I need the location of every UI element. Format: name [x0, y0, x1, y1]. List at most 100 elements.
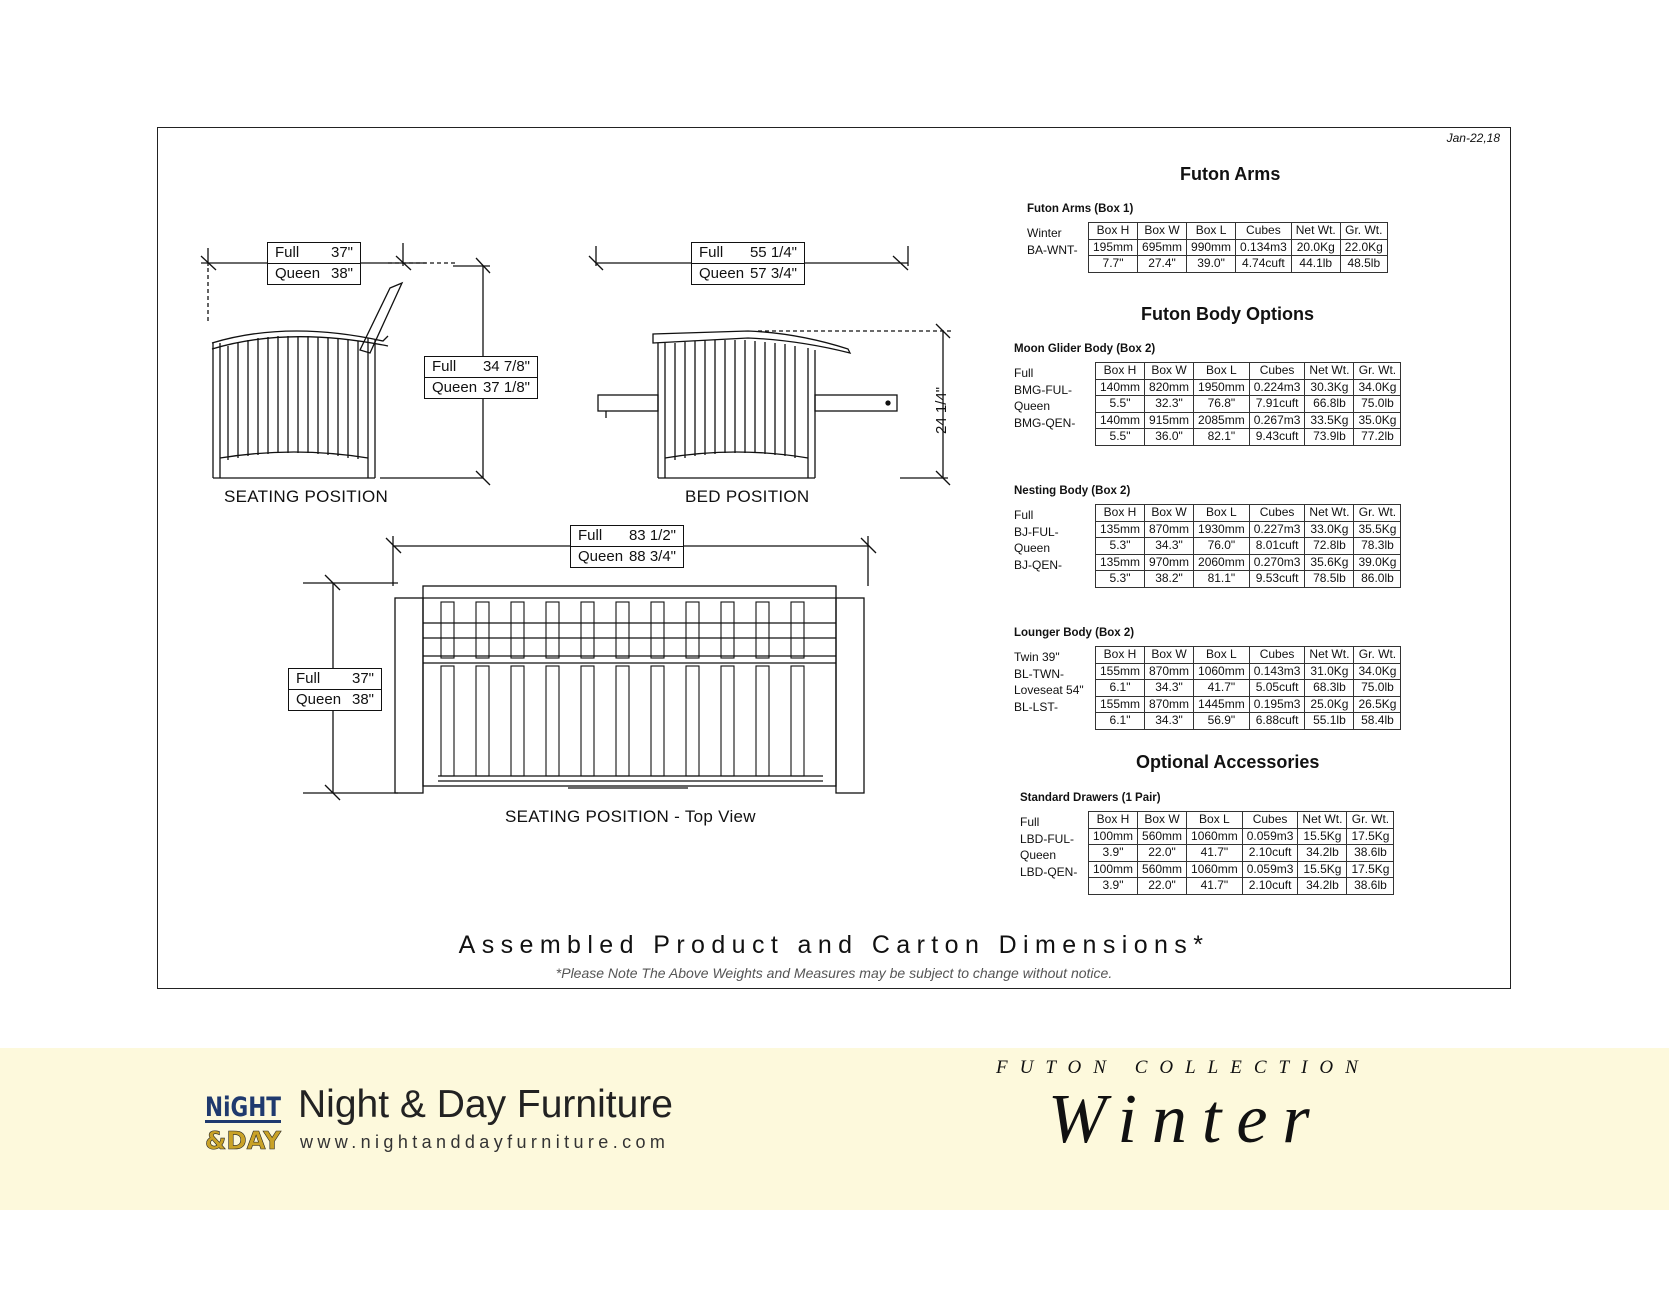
table-cell: 155mm [1094, 695, 1146, 713]
table-cell: 870mm [1144, 520, 1195, 538]
logo-day-text: &DAY [205, 1126, 282, 1151]
section-body-heading: Futon Body Options [1141, 304, 1314, 324]
drawers-row-labels: Full LBD-FUL- Queen LBD-QEN- [1020, 815, 1078, 879]
table-cell: 100mm [1087, 827, 1139, 845]
footer-band [0, 1048, 1669, 1210]
table-cell: 55.1lb [1304, 712, 1355, 730]
spec-sheet: Jan-22,18 [157, 127, 1511, 989]
technical-drawings [200, 243, 953, 801]
table-cell: 76.0" [1193, 537, 1250, 555]
column-header: Cubes [1248, 362, 1306, 380]
table-cell: 78.3lb [1353, 537, 1402, 555]
table-cell: 135mm [1094, 520, 1146, 538]
column-header: Cubes [1248, 646, 1306, 664]
table-cell: 5.3" [1094, 570, 1146, 588]
seating-side-view [200, 243, 491, 486]
table-cell: 32.3" [1144, 395, 1195, 413]
table-cell: 1445mm [1193, 695, 1250, 713]
table-cell: 5.3" [1094, 537, 1146, 555]
table-cell: 135mm [1094, 553, 1146, 571]
page-title: Assembled Product and Carton Dimensions* [458, 931, 1210, 959]
table-cell: 33.0Kg [1304, 520, 1355, 538]
table-cell: 4.74cuft [1235, 255, 1292, 273]
column-header: Net Wt. [1290, 222, 1341, 240]
table-cell: 75.0lb [1353, 679, 1402, 697]
logo-night-text: NiGHT [205, 1092, 281, 1123]
table-cell: 990mm [1186, 238, 1237, 256]
table-cell: 75.0lb [1353, 395, 1402, 413]
table-cell: 78.5lb [1304, 570, 1355, 588]
table-cell: 1060mm [1186, 860, 1243, 878]
website-url[interactable]: www.nightanddayfurniture.com [300, 1132, 670, 1152]
table-cell: 36.0" [1144, 428, 1195, 446]
table-cell: 140mm [1094, 378, 1146, 396]
table-cell: 31.0Kg [1304, 662, 1355, 680]
section-arms-heading: Futon Arms [1180, 164, 1281, 184]
table-cell: 155mm [1094, 662, 1146, 680]
table-cell: 38.6lb [1346, 877, 1395, 895]
table-cell: 68.3lb [1304, 679, 1355, 697]
table-cell: 41.7" [1193, 679, 1250, 697]
table-cell: 77.2lb [1353, 428, 1402, 446]
column-header: Net Wt. [1297, 811, 1348, 829]
drawers-table-title: Standard Drawers (1 Pair) [1020, 792, 1161, 804]
table-cell: 41.7" [1186, 844, 1243, 862]
column-header: Gr. Wt. [1353, 362, 1402, 380]
column-header: Gr. Wt. [1353, 646, 1402, 664]
table-cell: 56.9" [1193, 712, 1250, 730]
column-header: Box L [1193, 504, 1250, 522]
table-cell: 72.8lb [1304, 537, 1355, 555]
column-header: Net Wt. [1304, 504, 1355, 522]
table-cell: 17.5Kg [1346, 860, 1395, 878]
column-header: Gr. Wt. [1346, 811, 1395, 829]
table-cell: 34.0Kg [1353, 662, 1402, 680]
table-cell: 25.0Kg [1304, 695, 1355, 713]
column-header: Box H [1087, 811, 1139, 829]
table-cell: 34.2lb [1297, 844, 1348, 862]
table-cell: 15.5Kg [1297, 827, 1348, 845]
column-header: Box W [1137, 811, 1188, 829]
table-cell: 100mm [1087, 860, 1139, 878]
model-name: Winter [1048, 1081, 1325, 1158]
table-cell: 2.10cuft [1241, 844, 1299, 862]
table-cell: 8.01cuft [1248, 537, 1306, 555]
table-cell: 2085mm [1193, 411, 1250, 429]
table-cell: 48.5lb [1339, 255, 1388, 273]
night-and-day-logo: NiGHT &DAY [205, 1092, 282, 1151]
table-cell: 22.0" [1137, 844, 1188, 862]
table-cell: 2.10cuft [1241, 877, 1299, 895]
table-cell: 34.2lb [1297, 877, 1348, 895]
lounger-row-labels: Twin 39" BL-TWN- Loveseat 54" BL-LST- [1014, 650, 1084, 714]
brand-name: Night & Day Furniture [298, 1083, 673, 1126]
table-cell: 6.88cuft [1248, 712, 1306, 730]
table-cell: 6.1" [1094, 679, 1146, 697]
lounger-table-title: Lounger Body (Box 2) [1014, 627, 1135, 639]
table-cell: 81.1" [1193, 570, 1250, 588]
table-cell: 0.227m3 [1248, 520, 1306, 538]
table-cell: 0.059m3 [1241, 860, 1299, 878]
column-header: Box W [1144, 646, 1195, 664]
table-cell: 34.0Kg [1353, 378, 1402, 396]
table-cell: 5.05cuft [1248, 679, 1306, 697]
column-header: Box W [1144, 504, 1195, 522]
column-header: Box H [1094, 646, 1146, 664]
top-view [303, 536, 877, 801]
disclaimer-note: *Please Note The Above Weights and Measu… [555, 965, 1113, 981]
